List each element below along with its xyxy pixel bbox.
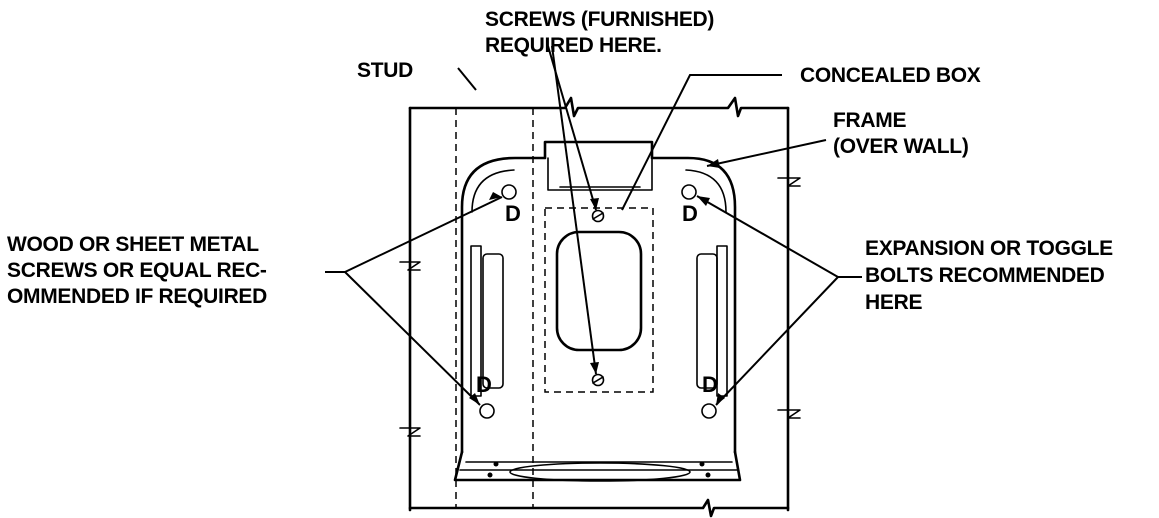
frame-outline <box>460 140 737 454</box>
concealed-box-outline <box>544 207 654 393</box>
frame-right-corner-inner <box>685 169 727 213</box>
expansion-bolts-leader-bottom <box>715 276 839 406</box>
frame-flange-dot <box>699 461 705 467</box>
stud-leader <box>457 67 477 91</box>
wall-left-break-mark-lower <box>399 427 421 437</box>
frame-bottom-flange <box>453 450 742 482</box>
stud-label: STUD <box>357 59 413 82</box>
mounting-hole-top-right <box>681 184 697 200</box>
frame-flange-dot <box>493 461 499 467</box>
concealed-box <box>544 207 654 393</box>
mounting-hole-top-left <box>501 184 517 200</box>
expansion-bolts-leader-top <box>696 195 839 278</box>
frame-bottom-opening <box>509 462 691 482</box>
frame-leader <box>706 139 827 167</box>
hole-mark-bottom-right: D <box>702 372 718 397</box>
frame-right-slot <box>696 253 718 389</box>
frame-flange-dot <box>487 472 493 478</box>
wall-section <box>399 96 801 518</box>
leader-lines <box>325 45 862 406</box>
arrowhead <box>489 192 502 200</box>
arrowhead <box>707 159 720 168</box>
arrowheads <box>469 159 725 405</box>
screw-head-top <box>591 209 605 223</box>
wall-right-break-mark-upper <box>777 177 801 187</box>
expansion-bolts-label-line3: HERE <box>865 291 922 314</box>
arrowhead <box>697 196 710 206</box>
screws-furnished-label-line1: SCREWS (FURNISHED) <box>485 8 714 31</box>
frame-left-corner-inner <box>471 169 515 213</box>
frame-label-line1: FRAME <box>833 109 906 132</box>
wall-top-break-line <box>408 96 790 118</box>
wall-bottom-break-line <box>408 498 790 518</box>
wood-screws-label-line2: SCREWS OR EQUAL REC- <box>7 259 267 282</box>
frame-left-slot <box>482 253 504 389</box>
frame-label-line2: (OVER WALL) <box>833 135 969 158</box>
hole-mark-top-right: D <box>682 201 698 226</box>
wall-right-break-mark-lower <box>777 409 801 419</box>
wood-screws-leader-bottom <box>344 271 481 406</box>
box-center-opening <box>555 230 643 352</box>
arrowhead <box>590 198 599 210</box>
expansion-bolts-label-line1: EXPANSION OR TOGGLE <box>865 237 1113 260</box>
frame-top-notch <box>547 157 653 191</box>
arrowhead <box>590 362 599 374</box>
frame-flange-dot <box>705 472 711 478</box>
screw-head-bottom <box>591 373 605 387</box>
stud <box>455 108 534 508</box>
wood-screws-leader-top <box>344 196 503 273</box>
frame-right-slot-edge <box>716 245 728 397</box>
hole-mark-bottom-left: D <box>476 372 492 397</box>
frame-plate <box>453 140 742 482</box>
arrowhead <box>716 393 725 405</box>
wall-left-break-mark-upper <box>399 261 421 271</box>
screws-leader-bottom <box>551 45 597 375</box>
concealed-box-leader <box>621 74 782 211</box>
mounting-hole-bottom-left <box>479 403 495 419</box>
screws-furnished-label-line2: REQUIRED HERE. <box>485 34 662 57</box>
wood-screws-label-line1: WOOD OR SHEET METAL <box>7 233 259 256</box>
arrowhead <box>469 393 480 405</box>
expansion-bolts-label-line2: BOLTS RECOMMENDED <box>865 264 1105 287</box>
concealed-box-label: CONCEALED BOX <box>800 64 981 87</box>
hole-mark-top-left: D <box>505 201 521 226</box>
wood-screws-label-line3: OMMENDED IF REQUIRED <box>7 285 267 308</box>
mounting-hole-bottom-right <box>701 403 717 419</box>
